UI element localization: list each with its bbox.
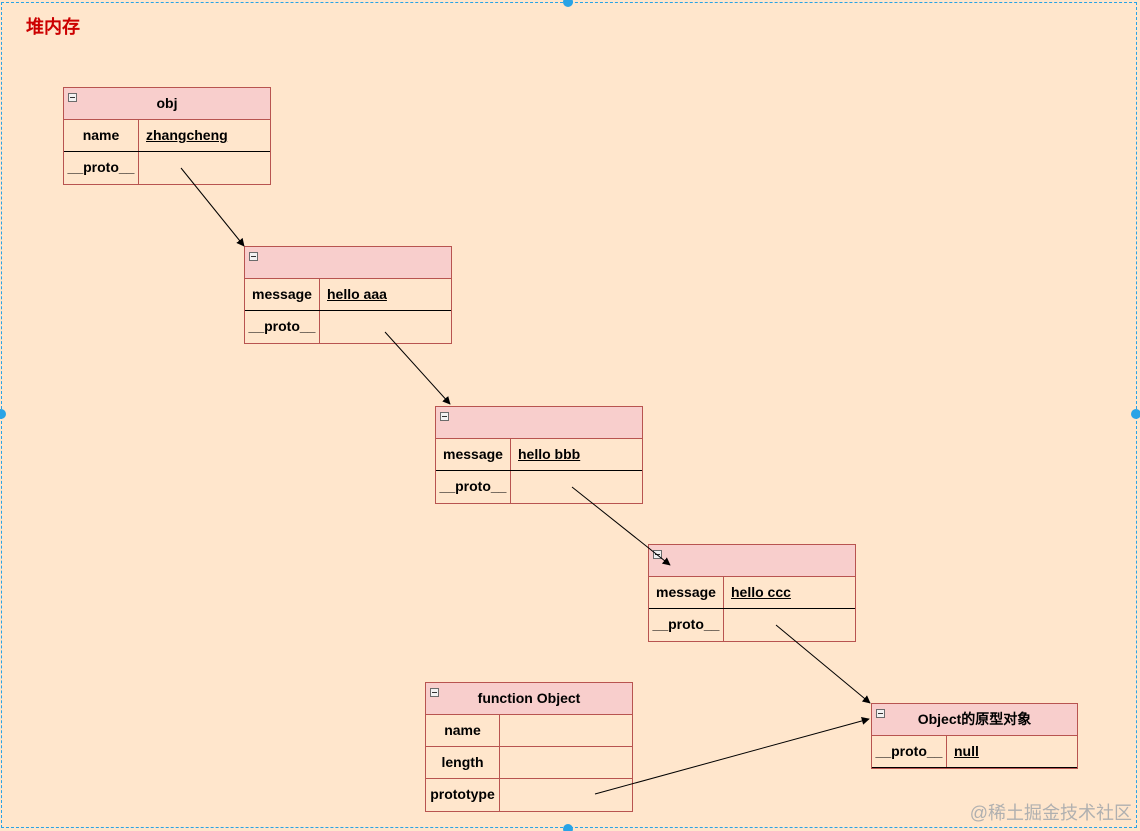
row-key: message xyxy=(245,279,320,310)
entity-row[interactable]: __proto__ xyxy=(64,152,270,184)
entity-row[interactable]: __proto__ xyxy=(436,471,642,503)
row-value xyxy=(500,779,632,811)
resize-handle-top[interactable] xyxy=(563,0,573,7)
row-key: __proto__ xyxy=(436,471,511,503)
row-value xyxy=(500,715,632,746)
entity-proto-aaa[interactable]: message hello aaa __proto__ xyxy=(244,246,452,344)
row-value: zhangcheng xyxy=(146,127,228,143)
collapse-icon[interactable] xyxy=(876,709,885,718)
entity-title: obj xyxy=(156,95,178,111)
row-value: hello bbb xyxy=(518,446,581,462)
row-value xyxy=(320,311,451,343)
entity-proto-bbb[interactable]: message hello bbb __proto__ xyxy=(435,406,643,504)
entity-header[interactable] xyxy=(245,247,451,279)
row-value xyxy=(500,747,632,778)
row-key: message xyxy=(649,577,724,608)
row-key: __proto__ xyxy=(245,311,320,343)
collapse-icon[interactable] xyxy=(430,688,439,697)
resize-handle-bottom[interactable] xyxy=(563,824,573,831)
collapse-icon[interactable] xyxy=(440,412,449,421)
row-key: __proto__ xyxy=(64,152,139,184)
collapse-icon[interactable] xyxy=(249,252,258,261)
entity-header[interactable]: obj xyxy=(64,88,270,120)
entity-title: function Object xyxy=(477,690,581,706)
entity-title: Object的原型对象 xyxy=(917,711,1032,727)
row-key: prototype xyxy=(426,779,500,811)
row-value: hello aaa xyxy=(327,286,387,302)
entity-header[interactable]: Object的原型对象 xyxy=(872,704,1077,736)
entity-object-prototype[interactable]: Object的原型对象 __proto__ null xyxy=(871,703,1078,769)
row-value xyxy=(139,152,270,184)
diagram-title: 堆内存 xyxy=(26,17,80,37)
entity-row[interactable]: name zhangcheng xyxy=(64,120,270,152)
row-value: hello ccc xyxy=(731,584,791,600)
watermark: @稀土掘金技术社区 xyxy=(969,803,1132,823)
row-key: name xyxy=(426,715,500,746)
entity-function-object[interactable]: function Object name length prototype xyxy=(425,682,633,812)
entity-row[interactable]: __proto__ null xyxy=(872,736,1077,768)
row-key: __proto__ xyxy=(872,736,947,767)
row-value xyxy=(724,609,855,641)
entity-row[interactable]: message hello aaa xyxy=(245,279,451,311)
row-key: length xyxy=(426,747,500,778)
entity-header[interactable]: function Object xyxy=(426,683,632,715)
entity-row[interactable]: message hello bbb xyxy=(436,439,642,471)
resize-handle-right[interactable] xyxy=(1131,409,1140,419)
row-value: null xyxy=(954,743,979,759)
entity-row[interactable]: length xyxy=(426,747,632,779)
row-value xyxy=(511,471,642,503)
entity-row[interactable]: prototype xyxy=(426,779,632,811)
collapse-icon[interactable] xyxy=(653,550,662,559)
entity-row[interactable]: __proto__ xyxy=(649,609,855,641)
collapse-icon[interactable] xyxy=(68,93,77,102)
row-key: __proto__ xyxy=(649,609,724,641)
entity-proto-ccc[interactable]: message hello ccc __proto__ xyxy=(648,544,856,642)
entity-header[interactable] xyxy=(649,545,855,577)
entity-row[interactable]: __proto__ xyxy=(245,311,451,343)
entity-obj[interactable]: obj name zhangcheng __proto__ xyxy=(63,87,271,185)
entity-row[interactable]: name xyxy=(426,715,632,747)
entity-row[interactable]: message hello ccc xyxy=(649,577,855,609)
row-key: message xyxy=(436,439,511,470)
entity-header[interactable] xyxy=(436,407,642,439)
resize-handle-left[interactable] xyxy=(0,409,6,419)
row-key: name xyxy=(64,120,139,151)
